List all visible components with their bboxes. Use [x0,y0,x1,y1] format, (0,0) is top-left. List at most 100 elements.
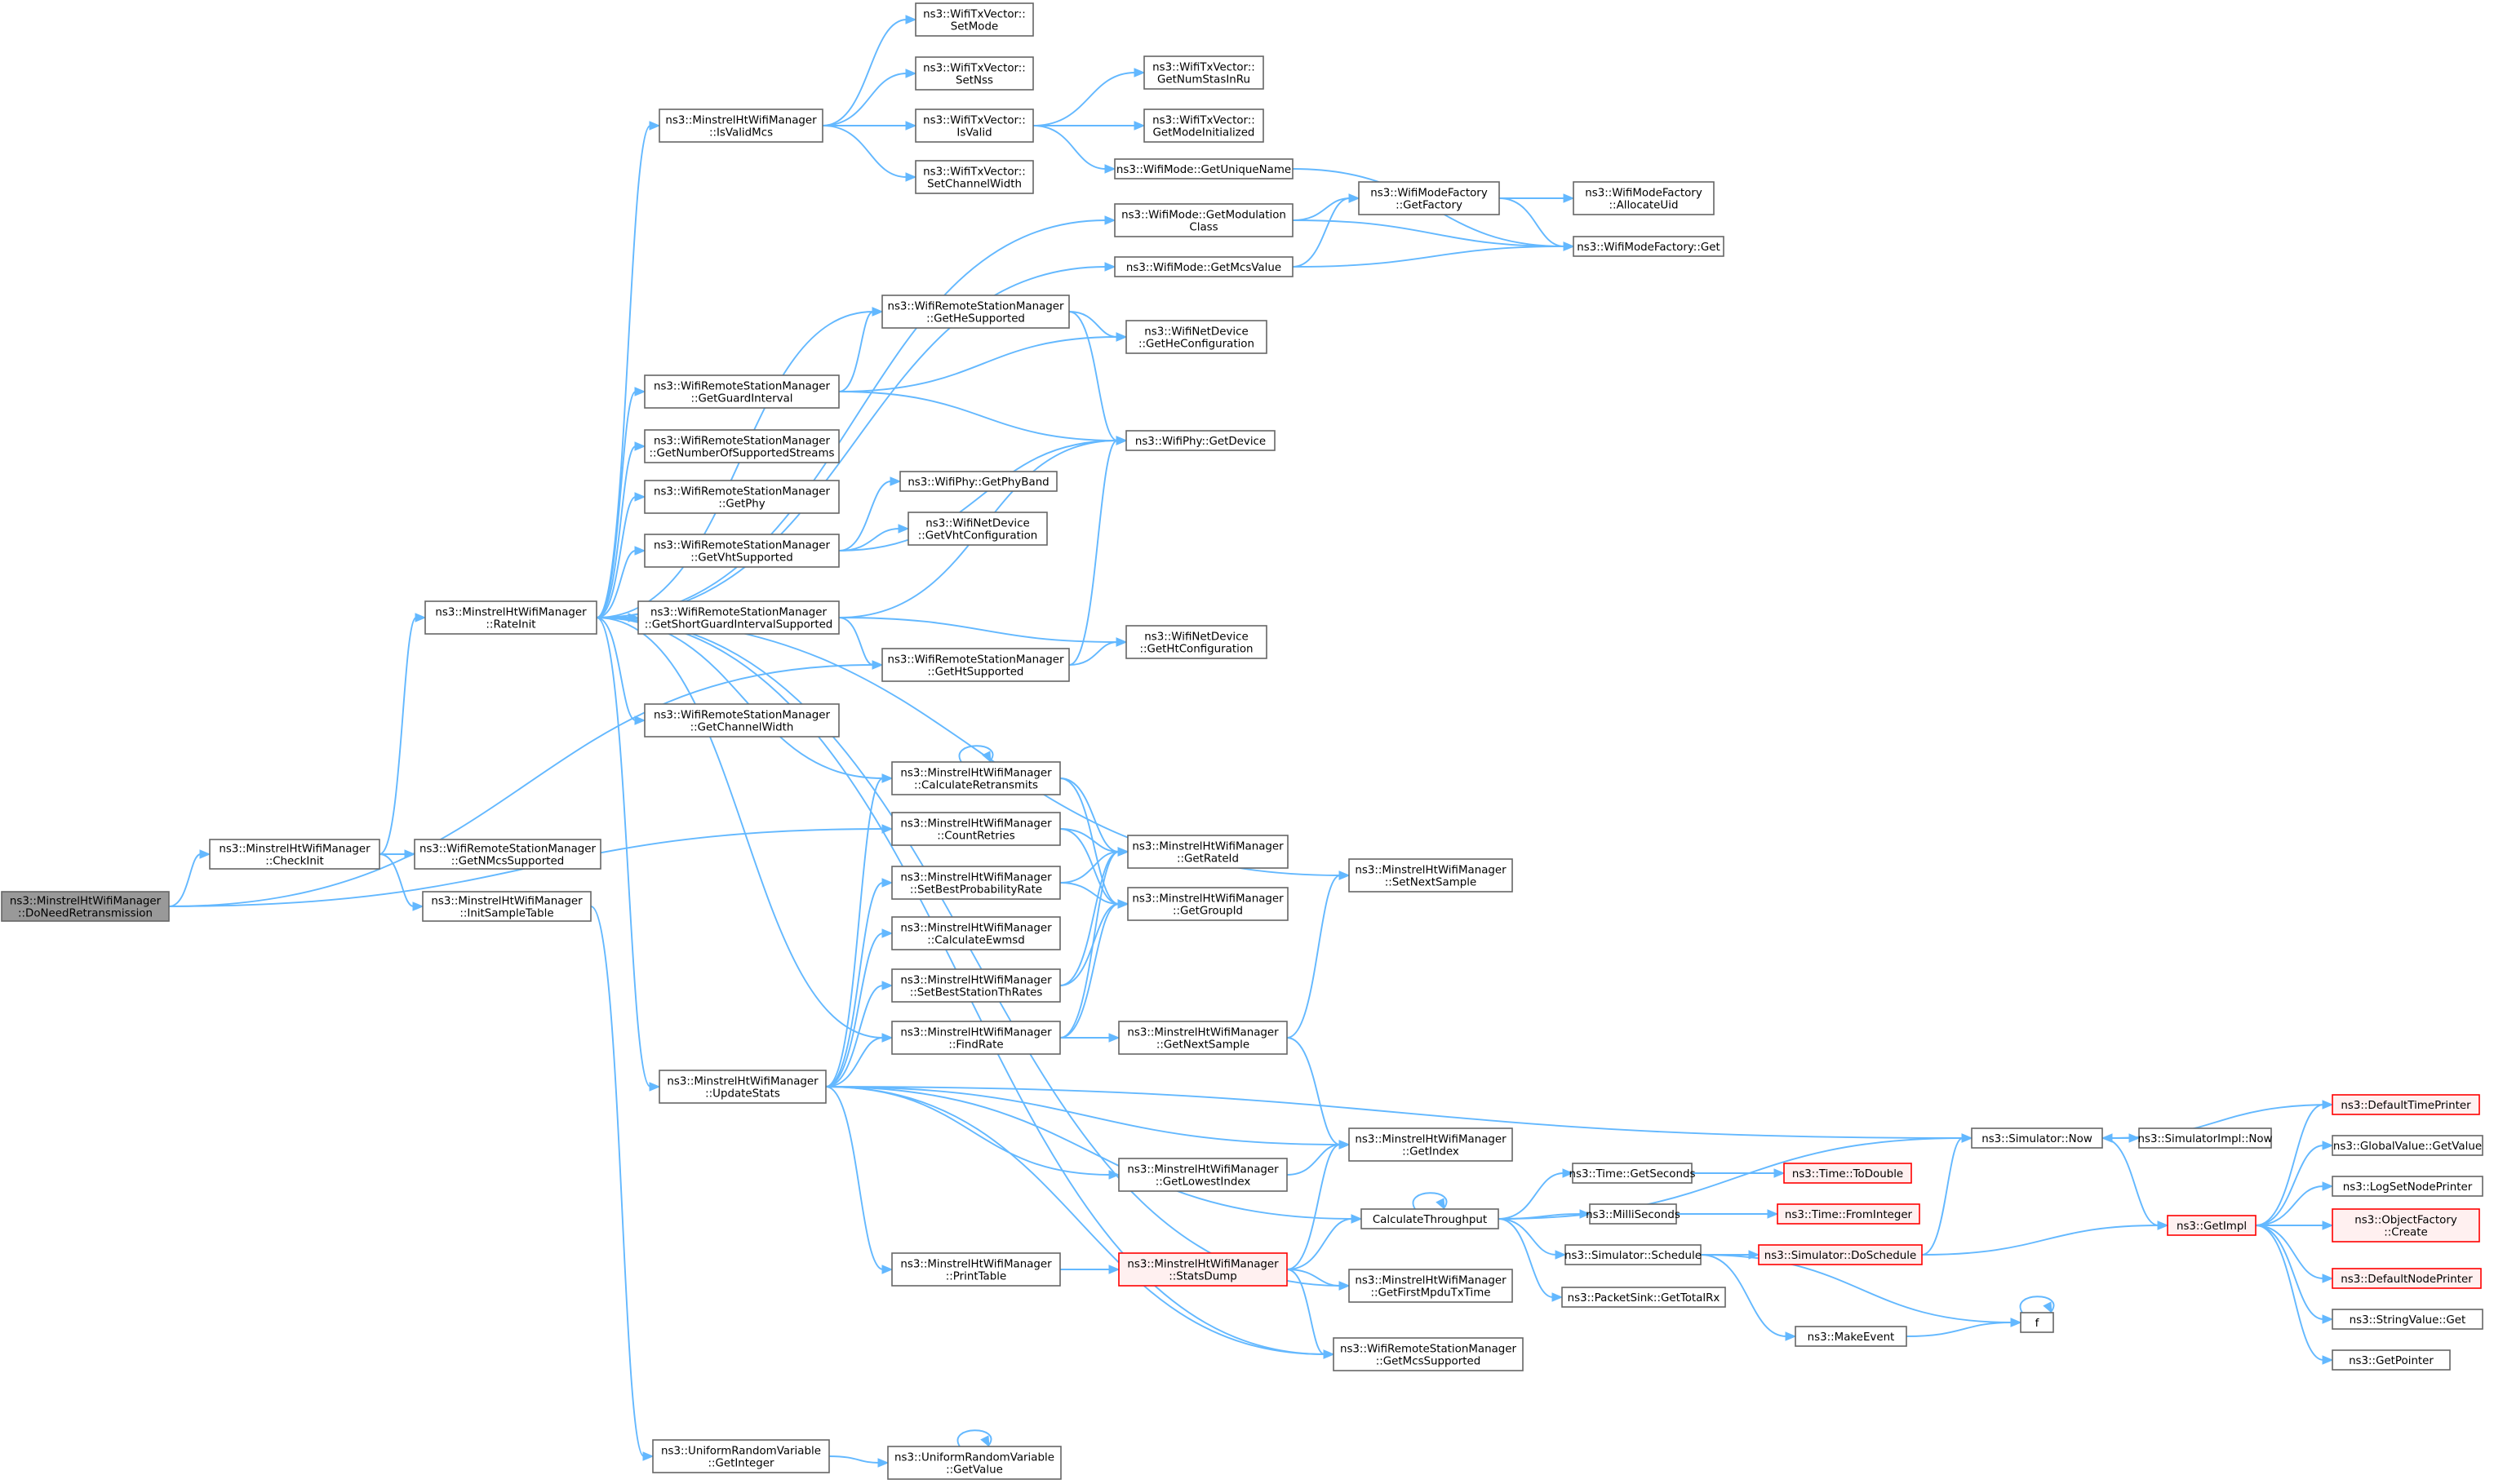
node-n62-truncated[interactable]: ns3::GetImpl [2167,1215,2257,1236]
node-n2[interactable]: ns3::WifiRemoteStationManager::GetNMcsSu… [414,839,601,870]
node-box [1127,887,1289,921]
node-n8[interactable]: ns3::WifiTxVector::IsValid [915,109,1034,143]
node-box [659,109,823,143]
node-n24[interactable]: ns3::WifiPhy::GetPhyBand [899,471,1058,492]
node-n46-truncated[interactable]: ns3::MinstrelHtWifiManager::StatsDump [1118,1252,1288,1287]
node-label-line: ::GetGroupId [1173,906,1243,918]
node-n37[interactable]: ns3::MinstrelHtWifiManager::GetRateId [1127,835,1289,869]
node-box [1573,236,1724,257]
node-n14[interactable]: ns3::WifiMode::GetMcsValue [1114,256,1294,277]
node-label-line: ns3::WifiModeFactory [1585,188,1702,200]
node-n19[interactable]: ns3::WifiNetDevice::GetHeConfiguration [1125,320,1267,354]
node-n27[interactable]: ns3::WifiRemoteStationManager::GetShortG… [637,600,840,635]
node-n22[interactable]: ns3::WifiRemoteStationManager::GetNumber… [644,429,840,463]
node-n3[interactable]: ns3::MinstrelHtWifiManager::InitSampleTa… [422,891,592,922]
node-n69[interactable]: ns3::GetPointer [2332,1349,2451,1371]
node-n11[interactable]: ns3::WifiTxVector::GetModeInitialized [1143,109,1264,143]
node-n12[interactable]: ns3::WifiMode::GetUniqueName [1114,158,1294,179]
edge-n55-to-n56-arrowhead [1767,1209,1779,1219]
edge-n62-to-n63 [2255,1104,2324,1226]
node-label-line: ns3::MinstrelHtWifiManager [1355,865,1507,877]
node-label-line: ns3::MinstrelHtWifiManager [900,1027,1052,1039]
node-n53[interactable]: ns3::Time::GetSeconds [1569,1163,1696,1184]
node-label-line: ::GetHeConfiguration [1138,339,1254,351]
edge-n27-to-n28-arrowhead [872,660,884,670]
node-n43[interactable]: ns3::MinstrelHtWifiManager::GetLowestInd… [1118,1158,1288,1192]
node-n17[interactable]: ns3::WifiModeFactory::Get [1573,236,1724,257]
node-label-line: SetMode [951,21,998,33]
node-n1[interactable]: ns3::MinstrelHtWifiManager::CheckInit [209,839,380,870]
node-n32[interactable]: ns3::MinstrelHtWifiManager::CountRetries [891,812,1061,846]
node-box [644,703,840,738]
node-n60[interactable]: ns3::MakeEvent [1795,1326,1907,1347]
node-n21[interactable]: ns3::WifiPhy::GetDevice [1125,430,1276,451]
node-n64[interactable]: ns3::GlobalValue::GetValue [2332,1135,2483,1156]
node-n23[interactable]: ns3::WifiRemoteStationManager::GetPhy [644,480,840,514]
node-n30[interactable]: ns3::WifiRemoteStationManager::GetChanne… [644,703,840,738]
node-label-line: ns3::MinstrelHtWifiManager [900,768,1052,780]
node-n40[interactable]: ns3::MinstrelHtWifiManager::GetNextSampl… [1118,1021,1288,1055]
node-n50[interactable]: ns3::UniformRandomVariable::GetValue [887,1446,1062,1480]
node-n58-truncated[interactable]: ns3::Simulator::DoSchedule [1758,1244,1923,1265]
node-n49[interactable]: ns3::UniformRandomVariable::GetInteger [652,1439,830,1473]
node-n26[interactable]: ns3::WifiNetDevice::GetVhtConfiguration [908,512,1048,546]
node-box [891,866,1061,900]
edge-n62-to-n69 [2255,1225,2324,1361]
node-n67-truncated[interactable]: ns3::DefaultNodePrinter [2332,1268,2482,1289]
node-n52[interactable]: ns3::SimulatorImpl::Now [2137,1127,2273,1149]
node-n20[interactable]: ns3::WifiRemoteStationManager::GetGuardI… [644,374,840,409]
edge-n25-to-n26 [838,528,900,552]
edge-n4-to-n5 [596,125,651,618]
node-n25[interactable]: ns3::WifiRemoteStationManager::GetVhtSup… [644,534,840,568]
node-n38[interactable]: ns3::MinstrelHtWifiManager::GetGroupId [1127,887,1289,921]
node-n65[interactable]: ns3::LogSetNodePrinter [2332,1176,2483,1197]
node-n16[interactable]: ns3::WifiModeFactory::AllocateUid [1573,181,1715,215]
node-n15[interactable]: ns3::WifiModeFactory::GetFactory [1358,181,1500,215]
node-n31[interactable]: ns3::MinstrelHtWifiManager::CalculateRet… [891,761,1061,795]
node-n47[interactable]: ns3::MinstrelHtWifiManager::GetFirstMpdu… [1348,1269,1513,1303]
node-n4[interactable]: ns3::MinstrelHtWifiManager::RateInit [424,600,597,635]
node-label-line: ::CalculateRetransmits [914,780,1038,792]
node-n66-truncated[interactable]: ns3::ObjectFactory::Create [2332,1208,2480,1243]
node-n42[interactable]: ns3::MinstrelHtWifiManager::GetIndex [1348,1127,1513,1162]
node-n18[interactable]: ns3::WifiRemoteStationManager::GetHeSupp… [881,295,1070,329]
node-n63-truncated[interactable]: ns3::DefaultTimePrinter [2332,1094,2480,1115]
edge-n28-to-n21-arrowhead [1116,436,1128,445]
node-n41[interactable]: ns3::MinstrelHtWifiManager::UpdateStats [659,1070,827,1104]
edge-n27-to-n29 [838,617,1118,643]
node-box [1333,1337,1524,1371]
edge-n28-to-n29 [1068,641,1118,666]
node-n33[interactable]: ns3::MinstrelHtWifiManager::SetBestProba… [891,866,1061,900]
node-n6[interactable]: ns3::WifiTxVector::SetMode [915,2,1034,37]
node-n68[interactable]: ns3::StringValue::Get [2332,1309,2483,1330]
node-n28[interactable]: ns3::WifiRemoteStationManager::GetHtSupp… [881,648,1070,682]
node-label-line: ::GetHtSupported [928,667,1024,679]
node-n59[interactable]: ns3::PacketSink::GetTotalRx [1561,1287,1726,1308]
node-label-line: ns3::ObjectFactory [2354,1215,2457,1227]
edge-n36-to-n37 [1059,851,1120,1039]
node-n34[interactable]: ns3::MinstrelHtWifiManager::CalculateEwm… [891,916,1061,950]
node-n35[interactable]: ns3::MinstrelHtWifiManager::SetBestStati… [891,968,1061,1003]
node-n36[interactable]: ns3::MinstrelHtWifiManager::FindRate [891,1021,1061,1055]
node-box [1573,181,1715,215]
node-n51[interactable]: ns3::Simulator::Now [1971,1127,2103,1149]
node-n55[interactable]: ns3::MilliSeconds [1586,1203,1680,1225]
node-n54-truncated[interactable]: ns3::Time::ToDouble [1783,1163,1912,1184]
node-box [1118,1158,1288,1192]
node-n29[interactable]: ns3::WifiNetDevice::GetHtConfiguration [1125,625,1267,659]
node-n48[interactable]: ns3::WifiRemoteStationManager::GetMcsSup… [1333,1337,1524,1371]
node-n57[interactable]: ns3::Simulator::Schedule [1564,1244,1702,1265]
node-n45[interactable]: ns3::MinstrelHtWifiManager::PrintTable [891,1252,1061,1287]
node-n9[interactable]: ns3::WifiTxVector::SetChannelWidth [915,160,1034,194]
node-n39[interactable]: ns3::MinstrelHtWifiManager::SetNextSampl… [1348,858,1513,893]
node-n44[interactable]: CalculateThroughput [1360,1208,1499,1229]
node-n7[interactable]: ns3::WifiTxVector::SetNss [915,56,1034,91]
node-label-line: ns3::LogSetNodePrinter [2343,1181,2473,1194]
node-n56-truncated[interactable]: ns3::Time::FromInteger [1777,1203,1920,1225]
node-n10[interactable]: ns3::WifiTxVector::GetNumStasInRu [1143,55,1264,90]
edge-n8-to-n11-arrowhead [1134,121,1146,131]
node-n61[interactable]: f [2020,1312,2054,1333]
node-box [424,600,597,635]
node-n5[interactable]: ns3::MinstrelHtWifiManager::IsValidMcs [659,109,823,143]
